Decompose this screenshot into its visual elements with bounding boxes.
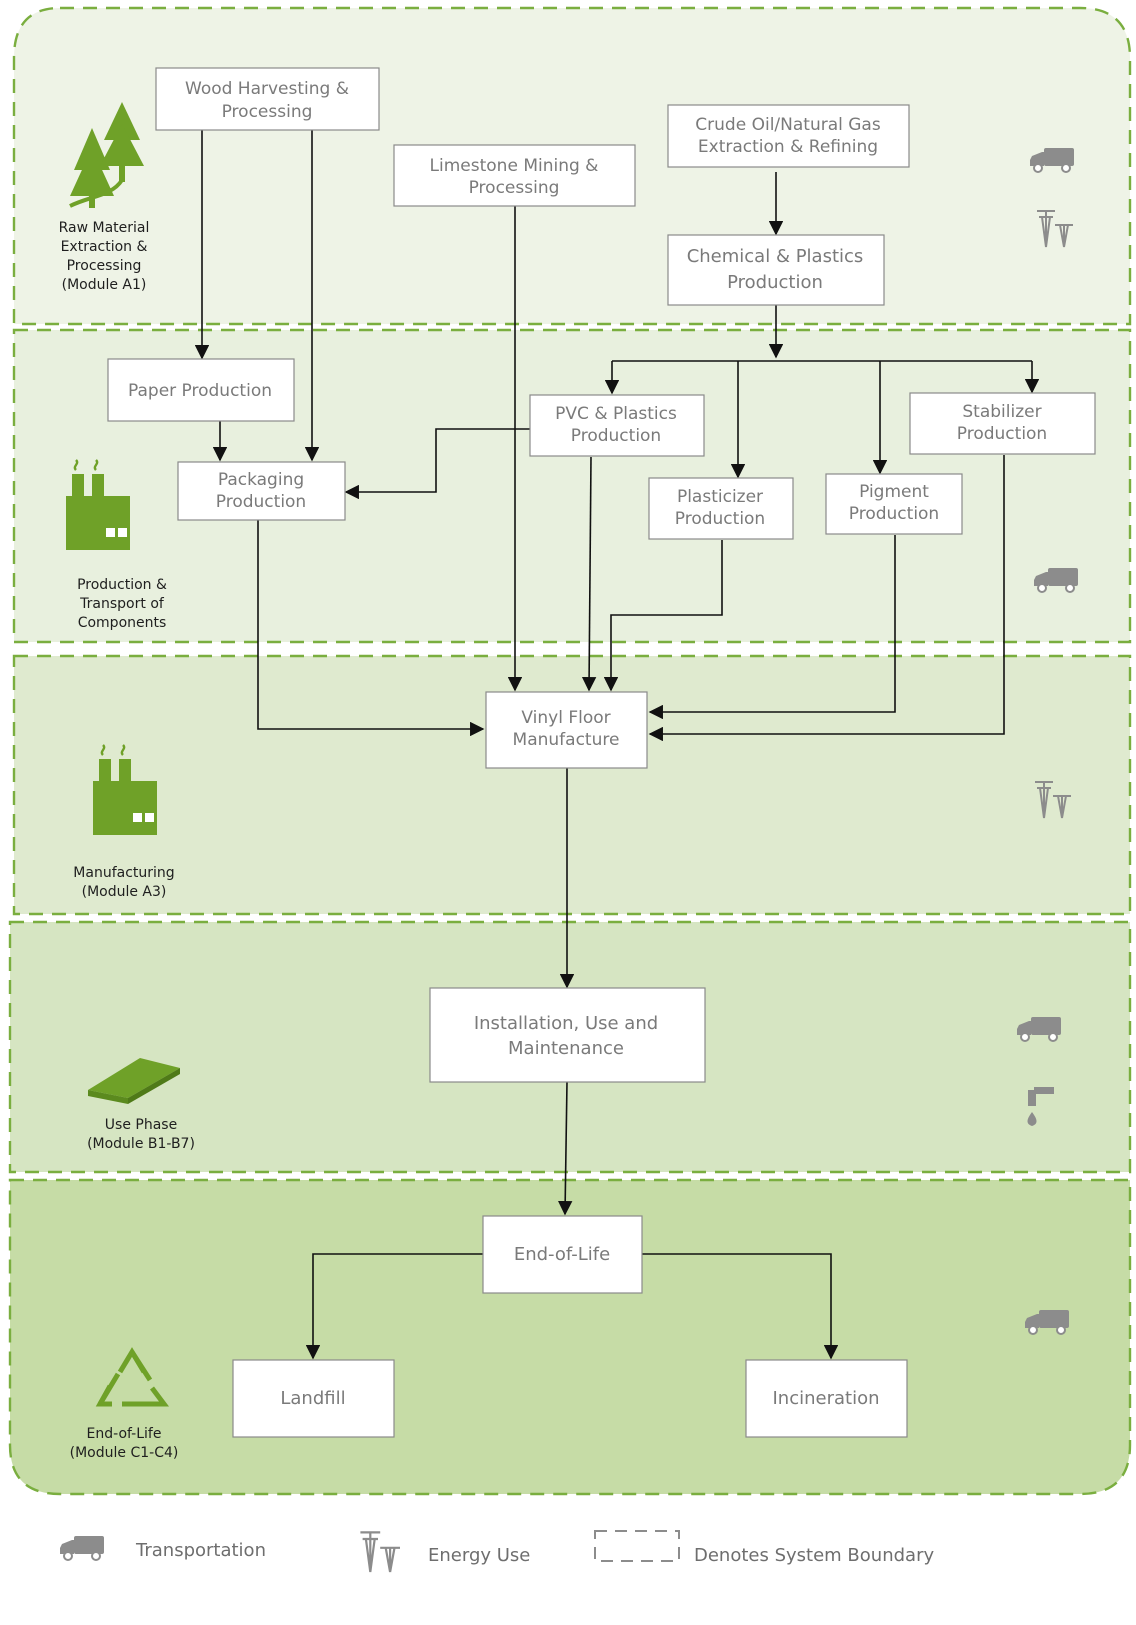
svg-text:(Module A1): (Module A1) [62, 277, 147, 293]
svg-text:Production: Production [727, 272, 823, 293]
stage-label-raw-material: Raw Material Extraction & Processing (Mo… [59, 220, 150, 293]
svg-text:Production: Production [675, 509, 765, 529]
edge-pvc-to-vinyl [581, 456, 597, 692]
node-installation-use: Installation, Use and Maintenance [429, 987, 706, 1083]
svg-text:(Module C1-C4): (Module C1-C4) [70, 1445, 179, 1461]
svg-text:Transport of: Transport of [79, 596, 165, 612]
svg-text:Production: Production [957, 424, 1047, 444]
svg-text:Components: Components [78, 615, 167, 631]
truck-icon [59, 1535, 105, 1561]
svg-text:Limestone Mining &: Limestone Mining & [430, 156, 599, 176]
svg-text:End-of-Life: End-of-Life [87, 1426, 162, 1442]
edge-pvc-to-packaging [344, 428, 530, 500]
svg-text:Plasticizer: Plasticizer [677, 487, 763, 507]
legend-transportation-label: Transportation [135, 1540, 266, 1561]
node-limestone-mining: Limestone Mining & Processing [393, 144, 636, 207]
tree-icon [69, 102, 144, 208]
node-chemical-plastics: Chemical & Plastics Production [667, 234, 885, 306]
svg-text:Pigment: Pigment [859, 482, 929, 502]
node-paper-production: Paper Production [107, 358, 295, 422]
svg-text:Use Phase: Use Phase [105, 1117, 177, 1133]
node-landfill: Landfill [232, 1359, 395, 1438]
node-end-of-life: End-of-Life [482, 1215, 643, 1294]
svg-text:(Module A3): (Module A3) [82, 884, 167, 900]
svg-text:Processing: Processing [469, 178, 560, 198]
svg-text:PVC & Plastics: PVC & Plastics [555, 404, 677, 424]
node-crude-oil-extraction: Crude Oil/Natural Gas Extraction & Refin… [667, 104, 910, 168]
node-stabilizer: Stabilizer Production [909, 392, 1096, 455]
floor-tile-icon [88, 1058, 180, 1104]
svg-text:Installation, Use and: Installation, Use and [474, 1013, 658, 1034]
svg-text:Stabilizer: Stabilizer [962, 402, 1041, 422]
svg-text:Extraction & Refining: Extraction & Refining [698, 137, 878, 157]
svg-text:Incineration: Incineration [772, 1388, 879, 1409]
svg-text:Wood Harvesting &: Wood Harvesting & [185, 79, 349, 99]
node-vinyl-floor-manufacture: Vinyl Floor Manufacture [485, 691, 648, 769]
edge-packaging-to-vinyl [257, 520, 485, 737]
svg-text:Maintenance: Maintenance [508, 1038, 624, 1059]
boundary-swatch [594, 1530, 680, 1562]
stage-label-use-phase: Use Phase (Module B1-B7) [87, 1117, 195, 1152]
svg-text:Production &: Production & [77, 577, 167, 593]
legend-energy-label: Energy Use [428, 1545, 530, 1566]
edge-eol-to-landfill [305, 1253, 483, 1360]
svg-text:(Module B1-B7): (Module B1-B7) [87, 1136, 195, 1152]
flow-edges [194, 130, 1040, 1360]
stage-label-end-of-life: End-of-Life (Module C1-C4) [70, 1426, 179, 1461]
legend-boundary-label: Denotes System Boundary [694, 1545, 934, 1566]
svg-text:Vinyl Floor: Vinyl Floor [521, 708, 610, 728]
svg-text:Crude Oil/Natural Gas: Crude Oil/Natural Gas [695, 115, 881, 135]
svg-text:Extraction &: Extraction & [61, 239, 148, 255]
node-pvc-plastics: PVC & Plastics Production [529, 394, 705, 457]
svg-text:Manufacturing: Manufacturing [73, 865, 174, 881]
svg-text:End-of-Life: End-of-Life [514, 1244, 610, 1265]
svg-text:Packaging: Packaging [218, 470, 304, 490]
node-packaging: Packaging Production [177, 461, 346, 521]
node-pigment: Pigment Production [825, 473, 963, 535]
svg-text:Landfill: Landfill [280, 1388, 345, 1409]
edge-plasticizer-to-vinyl [603, 540, 723, 692]
node-wood-harvesting: Wood Harvesting & Processing [155, 67, 380, 131]
edge-stabilizer-to-vinyl [648, 455, 1005, 742]
water-tap-icon [1027, 1087, 1054, 1126]
node-incineration: Incineration [745, 1359, 908, 1438]
stage-label-components: Production & Transport of Components [77, 577, 167, 631]
power-pylon-icon [359, 1531, 402, 1574]
edge-install-to-eol [557, 1081, 573, 1216]
svg-text:Production: Production [216, 492, 306, 512]
svg-text:Chemical & Plastics: Chemical & Plastics [687, 246, 864, 267]
svg-text:Production: Production [849, 504, 939, 524]
svg-text:Processing: Processing [67, 258, 142, 274]
recycle-icon [95, 1347, 169, 1407]
svg-text:Manufacture: Manufacture [513, 730, 620, 750]
edge-pigment-to-vinyl [648, 535, 896, 720]
svg-text:Production: Production [571, 426, 661, 446]
node-plasticizer: Plasticizer Production [648, 477, 794, 540]
svg-text:Raw Material: Raw Material [59, 220, 150, 236]
stage-label-manufacturing: Manufacturing (Module A3) [73, 865, 174, 900]
legend: Transportation Energy Use Denotes System… [59, 1530, 934, 1574]
svg-text:Processing: Processing [222, 102, 313, 122]
svg-text:Paper Production: Paper Production [128, 381, 272, 401]
edge-eol-to-incineration [642, 1253, 839, 1360]
